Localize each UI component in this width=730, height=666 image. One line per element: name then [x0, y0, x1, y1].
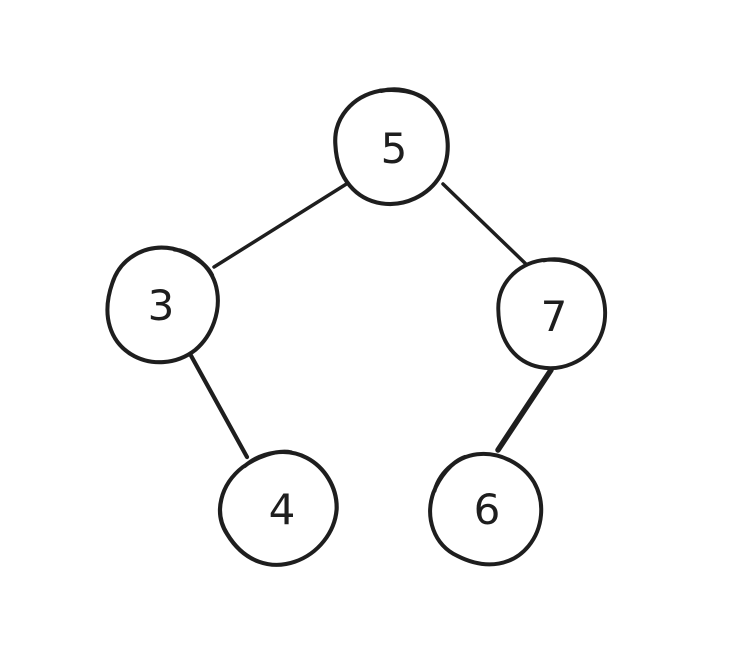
tree-node-4: [218, 449, 339, 567]
tree-node-6: [428, 451, 544, 567]
node-circle: [428, 451, 544, 567]
tree-node-5: [333, 87, 450, 207]
edge-5-3: [212, 181, 350, 269]
node-label-7: 7: [541, 292, 568, 341]
node-label-6: 6: [474, 485, 501, 534]
node-label-5: 5: [381, 124, 408, 173]
node-circle: [218, 449, 339, 567]
node-label-3: 3: [148, 281, 175, 330]
edge-5-7: [441, 182, 530, 268]
tree-node-7: [496, 257, 608, 371]
node-label-4: 4: [269, 485, 296, 534]
node-circle: [333, 87, 450, 207]
tree-node-3: [105, 245, 220, 365]
edge-3-4: [186, 349, 250, 460]
node-circle: [105, 245, 220, 365]
node-circle: [496, 257, 608, 371]
edges: [186, 181, 554, 460]
edge-7-6: [495, 367, 554, 453]
